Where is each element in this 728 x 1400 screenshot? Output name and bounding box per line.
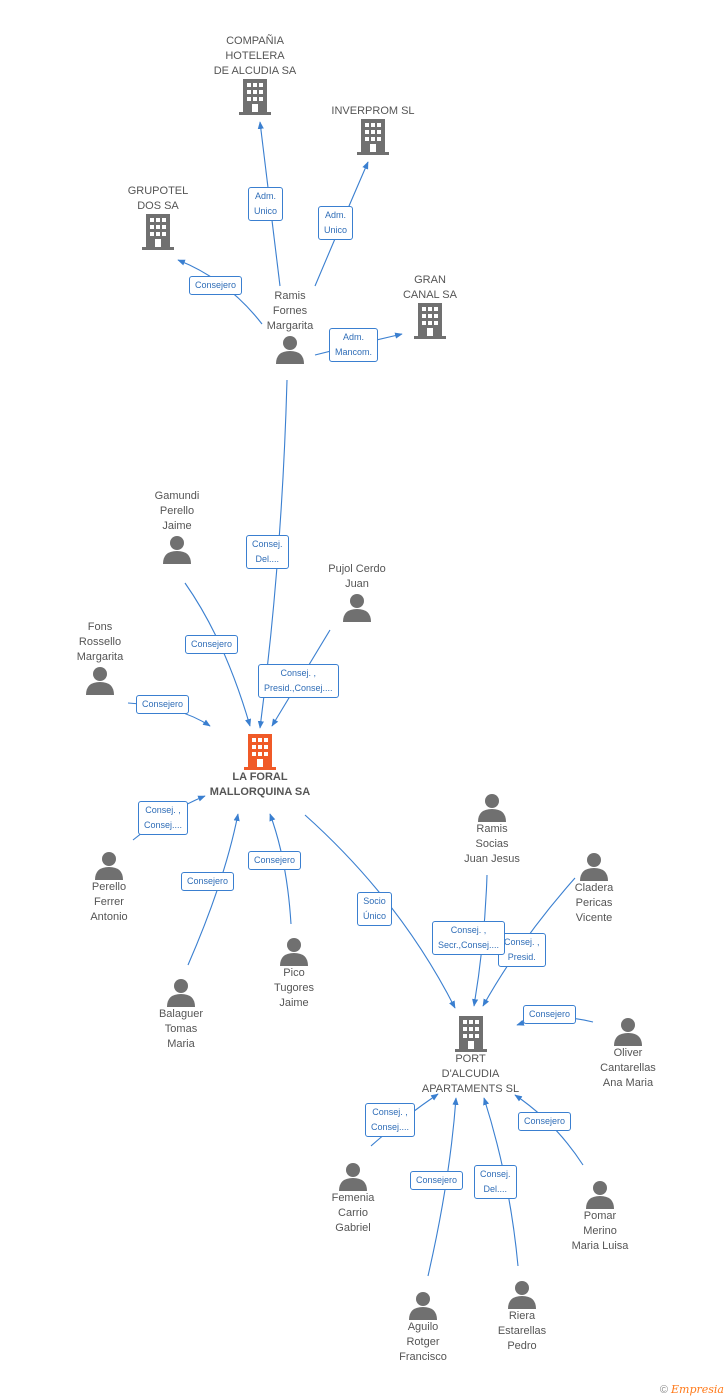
person-icon: [478, 794, 506, 822]
role-badge[interactable]: Socio Único: [357, 892, 393, 926]
node-gamundi[interactable]: Gamundi Perello Jaime: [127, 489, 227, 564]
role-badge[interactable]: Consej. , Consej....: [365, 1103, 416, 1137]
footer-credit: © Empresia: [660, 1383, 724, 1396]
role-badge[interactable]: Consejero: [248, 851, 302, 870]
node-label: COMPAÑIA HOTELERA DE ALCUDIA SA: [213, 35, 297, 77]
role-badge[interactable]: Consej. Del....: [246, 535, 289, 569]
person-icon: [586, 1181, 614, 1209]
person-icon: [339, 1163, 367, 1191]
node-label: Fons Rossello Margarita: [76, 621, 124, 663]
node-compania-hotelera[interactable]: COMPAÑIA HOTELERA DE ALCUDIA SA: [200, 34, 310, 115]
node-grupotel[interactable]: GRUPOTEL DOS SA: [108, 184, 208, 250]
node-fons[interactable]: Fons Rossello Margarita: [50, 620, 150, 695]
node-label: Aguilo Rotger Francisco: [399, 1321, 447, 1363]
node-label: Perello Ferrer Antonio: [90, 881, 128, 923]
person-icon: [86, 667, 114, 695]
node-label: Gamundi Perello Jaime: [154, 490, 200, 532]
node-label: Cladera Pericas Vicente: [574, 882, 614, 924]
person-icon: [280, 938, 308, 966]
node-label: Pomar Merino Maria Luisa: [571, 1210, 629, 1252]
node-perello[interactable]: Perello Ferrer Antonio: [59, 850, 159, 925]
node-balaguer[interactable]: Balaguer Tomas Maria: [131, 977, 231, 1052]
person-icon: [614, 1018, 642, 1046]
role-badge[interactable]: Consej. , Consej....: [138, 801, 189, 835]
role-badge[interactable]: Consejero: [518, 1112, 572, 1131]
role-badge[interactable]: Consej. , Presid.: [498, 933, 546, 967]
node-label: Pico Tugores Jaime: [274, 967, 314, 1009]
node-ramis-socias[interactable]: Ramis Socias Juan Jesus: [442, 792, 542, 867]
building-icon: [244, 734, 276, 770]
role-badge[interactable]: Consejero: [136, 695, 190, 714]
node-inverprom[interactable]: INVERPROM SL: [318, 104, 428, 155]
building-icon: [454, 1016, 487, 1052]
node-label: LA FORAL MALLORQUINA SA: [209, 771, 311, 798]
person-icon: [508, 1281, 536, 1309]
node-label: Ramis Socias Juan Jesus: [464, 823, 520, 865]
role-badge[interactable]: Consej. , Secr.,Consej....: [432, 921, 506, 955]
node-aguilo[interactable]: Aguilo Rotger Francisco: [373, 1290, 473, 1365]
person-icon: [580, 853, 608, 881]
building-icon: [239, 79, 271, 115]
role-badge[interactable]: Consejero: [523, 1005, 577, 1024]
role-badge[interactable]: Adm. Unico: [248, 187, 284, 221]
person-icon: [343, 594, 371, 622]
person-icon: [163, 536, 191, 564]
node-cladera[interactable]: Cladera Pericas Vicente: [544, 851, 644, 926]
building-icon: [357, 119, 389, 155]
role-badge[interactable]: Consej. , Presid.,Consej....: [258, 664, 339, 698]
node-oliver[interactable]: Oliver Cantarellas Ana Maria: [578, 1016, 678, 1091]
edge-line: [184, 582, 252, 727]
role-badge[interactable]: Adm. Mancom.: [329, 328, 379, 362]
node-label: GRAN CANAL SA: [402, 274, 457, 301]
building-icon: [414, 303, 446, 339]
node-label: Pujol Cerdo Juan: [328, 563, 386, 590]
role-badge[interactable]: Consejero: [410, 1171, 464, 1190]
node-gran-canal[interactable]: GRAN CANAL SA: [380, 273, 480, 339]
node-label: Oliver Cantarellas Ana Maria: [600, 1047, 656, 1089]
brand-logo: Empresia: [671, 1383, 724, 1396]
node-femenia[interactable]: Femenia Carrio Gabriel: [303, 1161, 403, 1236]
person-icon: [167, 979, 195, 1007]
building-icon: [142, 214, 174, 250]
role-badge[interactable]: Adm. Unico: [318, 206, 354, 240]
node-label: GRUPOTEL DOS SA: [127, 185, 189, 212]
role-badge[interactable]: Consejero: [189, 276, 243, 295]
node-label: Riera Estarellas Pedro: [497, 1310, 547, 1352]
node-pico[interactable]: Pico Tugores Jaime: [244, 936, 344, 1011]
node-label: Femenia Carrio Gabriel: [331, 1192, 375, 1234]
node-label: Ramis Fornes Margarita: [266, 290, 314, 332]
role-badge[interactable]: Consejero: [181, 872, 235, 891]
person-icon: [409, 1292, 437, 1320]
node-label: Balaguer Tomas Maria: [158, 1008, 204, 1050]
node-label: INVERPROM SL: [331, 105, 415, 117]
node-riera[interactable]: Riera Estarellas Pedro: [472, 1279, 572, 1354]
node-la-foral-mallorquina[interactable]: LA FORAL MALLORQUINA SA: [190, 734, 330, 800]
copyright-symbol: ©: [659, 1384, 668, 1396]
node-pujol[interactable]: Pujol Cerdo Juan: [302, 562, 412, 622]
node-ramis-fornes[interactable]: Ramis Fornes Margarita: [240, 289, 340, 364]
node-pomar[interactable]: Pomar Merino Maria Luisa: [550, 1179, 650, 1254]
person-icon: [95, 852, 123, 880]
node-port-alcudia[interactable]: PORT D'ALCUDIA APARTAMENTS SL: [408, 1016, 533, 1097]
node-label: PORT D'ALCUDIA APARTAMENTS SL: [421, 1053, 520, 1095]
person-icon: [276, 336, 304, 364]
role-badge[interactable]: Consej. Del....: [474, 1165, 517, 1199]
role-badge[interactable]: Consejero: [185, 635, 239, 654]
